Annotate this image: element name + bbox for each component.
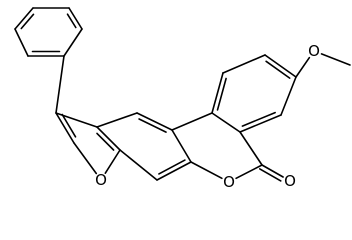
bond-phenyl-4-phenyl-5-second — [20, 13, 35, 30]
bond-ring-c8a-lactone-o — [190, 161, 223, 180]
bond-phenyl-4-phenyl-5 — [14, 7, 34, 30]
bond-lactone-c-carbonyl-o — [261, 164, 284, 178]
bond-furan-c3a-ring-c4 — [96, 112, 138, 128]
bond-right-c5-right-c6 — [239, 114, 282, 133]
bond-phenyl-1-phenyl-2 — [63, 28, 83, 57]
molecule-structure: O O O O — [14, 7, 351, 191]
bond-furan-c3a-furan-c3 — [55, 112, 98, 128]
bond-ring-c4a-ring-c8a — [171, 129, 192, 163]
bond-layer — [14, 7, 351, 182]
bond-furan-c7a-furan-c3a — [96, 126, 121, 151]
bond-furan-c7a-furan-c3a-second — [96, 132, 115, 151]
bond-phenyl-5-phenyl-6 — [14, 28, 29, 57]
bond-furan-c2-furan-o — [73, 142, 98, 175]
bond-lactone-c-carbonyl-o-second — [258, 168, 282, 182]
bond-phenyl-1-furan-c3 — [55, 55, 65, 114]
bond-right-c6-right-c1 — [211, 112, 241, 133]
bond-ring-c4-ring-c4a-second — [138, 118, 167, 133]
bond-right-c1-right-c2 — [211, 72, 224, 114]
bond-lactone-c-right-c6 — [239, 131, 263, 166]
bond-ring-c8a-ring-c8-second — [158, 159, 186, 175]
bond-right-c2-right-c3 — [222, 54, 266, 74]
bond-right-c1-right-c2-second — [216, 77, 227, 111]
atom-background-furan-o — [94, 173, 108, 187]
atom-background-lactone-o — [222, 175, 236, 189]
bond-phenyl-2-phenyl-3-second — [66, 13, 77, 29]
atom-label-layer: O O O O — [94, 42, 321, 191]
atom-label-lactone-o: O — [223, 173, 235, 191]
bond-furan-c3-furan-c2 — [55, 112, 75, 144]
atom-label-methoxy-o: O — [308, 42, 320, 60]
bond-right-c3-right-c4-second — [265, 60, 291, 79]
atom-background-carbonyl-o — [283, 174, 297, 188]
bond-furan-c3-furan-c2-second — [61, 113, 77, 138]
bond-ring-c8a-ring-c8 — [156, 161, 192, 181]
bond-furan-o-furan-c7a — [104, 149, 121, 174]
atom-background-methoxy-o — [307, 44, 321, 58]
atom-label-furan-o: O — [95, 171, 107, 189]
bond-lactone-o-lactone-c — [235, 164, 263, 180]
atom-label-carbonyl-o: O — [284, 172, 296, 190]
bond-right-c5-right-c6-second — [241, 111, 276, 127]
bond-ring-c4-ring-c4a — [136, 112, 173, 131]
bond-phenyl-2-phenyl-3 — [68, 7, 83, 30]
bond-right-c4-right-c5 — [280, 76, 297, 116]
bond-ring-c4a-right-c1 — [171, 112, 213, 131]
bond-ring-c8-furan-c7a — [119, 149, 158, 181]
bond-right-c4-methoxy-o — [295, 56, 311, 78]
bond-methoxy-o-methyl-c — [320, 53, 351, 66]
bond-right-c3-right-c4 — [264, 54, 297, 78]
